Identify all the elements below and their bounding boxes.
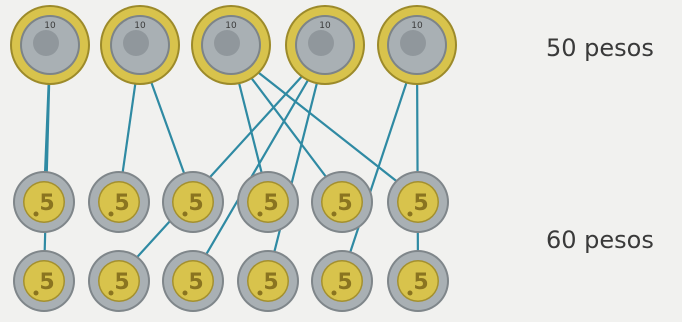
coin-value-text: 5: [114, 191, 129, 216]
coin-value-text: 10: [44, 21, 56, 31]
coin-value-text: 10: [319, 21, 331, 31]
coin-value-text: 5: [114, 270, 129, 295]
five-peso-coin: 5: [88, 250, 150, 312]
five-peso-coin: 5: [88, 171, 150, 233]
five-peso-coin: 5: [311, 250, 373, 312]
coin-value-text: 5: [188, 270, 203, 295]
coin-value-text: 10: [411, 21, 423, 31]
ten-peso-coin: 10: [10, 5, 90, 85]
five-peso-coin: 5: [387, 171, 449, 233]
coin-value-text: 5: [337, 270, 352, 295]
five-peso-coin: 5: [162, 250, 224, 312]
five-peso-coin: 5: [387, 250, 449, 312]
coin-value-text: 5: [39, 191, 54, 216]
five-peso-coin: 5: [162, 171, 224, 233]
five-peso-coin: 5: [13, 171, 75, 233]
coin-value-text: 5: [413, 270, 428, 295]
ten-peso-coin-row: 10 10 10 10 10: [10, 5, 457, 85]
ten-peso-coin: 10: [377, 5, 457, 85]
coin-value-text: 5: [39, 270, 54, 295]
five-peso-coin: 5: [237, 250, 299, 312]
coin-value-text: 5: [263, 191, 278, 216]
five-peso-coin: 5: [13, 250, 75, 312]
label-60-pesos: 60 pesos: [546, 226, 654, 254]
coin-value-text: 5: [413, 191, 428, 216]
ten-peso-coin: 10: [191, 5, 271, 85]
coin-value-text: 5: [337, 191, 352, 216]
ten-peso-coin: 10: [100, 5, 180, 85]
coin-value-text: 5: [263, 270, 278, 295]
coin-value-text: 5: [188, 191, 203, 216]
five-peso-coin: 5: [237, 171, 299, 233]
coin-value-text: 10: [225, 21, 237, 31]
coin-value-text: 10: [134, 21, 146, 31]
five-peso-coin: 5: [311, 171, 373, 233]
ten-peso-coin: 10: [285, 5, 365, 85]
label-50-pesos: 50 pesos: [546, 34, 654, 62]
